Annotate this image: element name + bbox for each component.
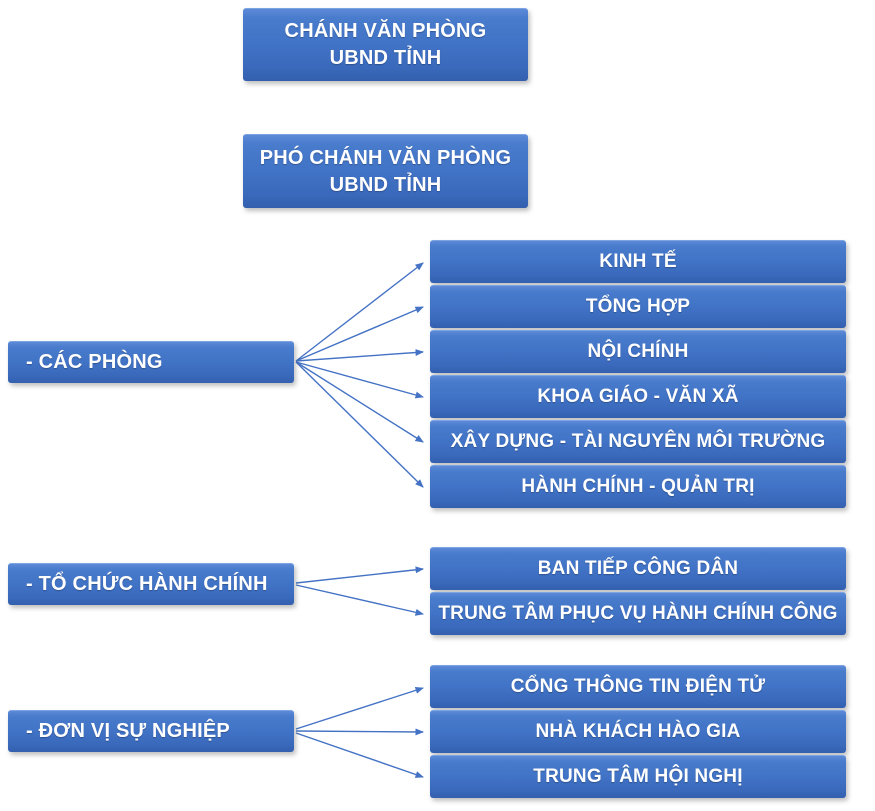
node-ban-tiep-cong-dan: BAN TIẾP CÔNG DÂN	[430, 547, 846, 590]
arrow-cac-phong-2	[295, 306, 424, 362]
node-tong-hop: TỔNG HỢP	[430, 285, 846, 328]
arrow-don-vi-3	[295, 732, 424, 778]
child-column-cac-phong: KINH TẾ TỔNG HỢP NỘI CHÍNH KHOA GIÁO - V…	[430, 240, 846, 510]
arrow-to-chuc-2	[295, 584, 424, 616]
node-trung-tam-hoi-nghi: TRUNG TÂM HỘI NGHỊ	[430, 755, 846, 798]
node-cac-phong: - CÁC PHÒNG	[8, 341, 294, 383]
arrow-cac-phong-3	[295, 349, 424, 362]
node-khoa-giao-van-xa: KHOA GIÁO - VĂN XÃ	[430, 375, 846, 418]
child-column-to-chuc: BAN TIẾP CÔNG DÂN TRUNG TÂM PHỤC VỤ HÀNH…	[430, 547, 846, 637]
node-trung-tam-phuc-vu: TRUNG TÂM PHỤC VỤ HÀNH CHÍNH CÔNG	[430, 592, 846, 635]
node-cong-thong-tin: CỔNG THÔNG TIN ĐIỆN TỬ	[430, 665, 846, 708]
node-pho-chanh-van-phong: PHÓ CHÁNH VĂN PHÒNG UBND TỈNH	[243, 134, 528, 208]
node-xay-dung-tai-nguyen: XÂY DỰNG - TÀI NGUYÊN MÔI TRƯỜNG	[430, 420, 846, 463]
node-kinh-te: KINH TẾ	[430, 240, 846, 283]
arrow-to-chuc-1	[295, 566, 424, 584]
node-don-vi-su-nghiep: - ĐƠN VỊ SỰ NGHIỆP	[8, 710, 294, 752]
arrow-cac-phong-1	[295, 262, 424, 362]
node-nha-khach-hao-gia: NHÀ KHÁCH HÀO GIA	[430, 710, 846, 753]
arrow-cac-phong-4	[295, 361, 424, 399]
arrow-cac-phong-5	[295, 361, 424, 443]
child-column-don-vi: CỔNG THÔNG TIN ĐIỆN TỬ NHÀ KHÁCH HÀO GIA…	[430, 665, 846, 800]
arrow-cac-phong-6	[295, 361, 424, 488]
node-to-chuc-hanh-chinh: - TỔ CHỨC HÀNH CHÍNH	[8, 563, 294, 605]
arrow-don-vi-2	[295, 728, 424, 736]
node-chanh-van-phong: CHÁNH VĂN PHÒNG UBND TỈNH	[243, 8, 528, 81]
node-hanh-chinh-quan-tri: HÀNH CHÍNH - QUẢN TRỊ	[430, 465, 846, 508]
node-noi-chinh: NỘI CHÍNH	[430, 330, 846, 373]
arrow-don-vi-1	[295, 686, 424, 730]
